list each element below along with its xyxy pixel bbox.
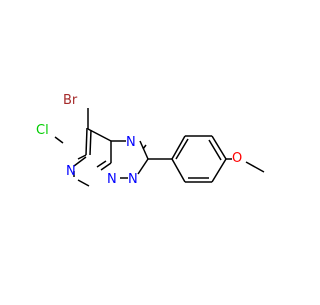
bond: [211, 158, 227, 183]
bond: [96, 160, 107, 168]
bond: [208, 139, 222, 161]
bond: [87, 128, 112, 142]
bond: [171, 158, 186, 183]
bond: [171, 135, 186, 160]
bond: [89, 129, 92, 156]
bromine-atom-label: Br: [63, 93, 78, 108]
bond: [85, 127, 88, 156]
pyrimidine-nitrogen-label: N: [66, 164, 76, 179]
molecule-structure: Br Cl N N N N O: [36, 93, 265, 187]
bond: [77, 154, 87, 160]
bond: [100, 162, 112, 171]
structure-canvas: Br Cl N N N N O: [36, 93, 265, 187]
bond: [245, 161, 265, 173]
imine-nitrogen-label: N: [126, 135, 136, 150]
bond: [175, 138, 189, 160]
bond: [139, 140, 149, 160]
bond: [211, 135, 227, 160]
bond: [73, 156, 87, 167]
bond: [142, 144, 147, 150]
bridgehead-nitrogen-label: N: [107, 172, 117, 187]
chlorine-atom-label: Cl: [36, 123, 49, 138]
methoxy-oxygen-label: O: [232, 151, 242, 166]
triazole-nitrogen-label: N: [128, 172, 138, 187]
bond: [54, 136, 64, 144]
bond: [137, 158, 149, 175]
bond: [77, 179, 90, 187]
